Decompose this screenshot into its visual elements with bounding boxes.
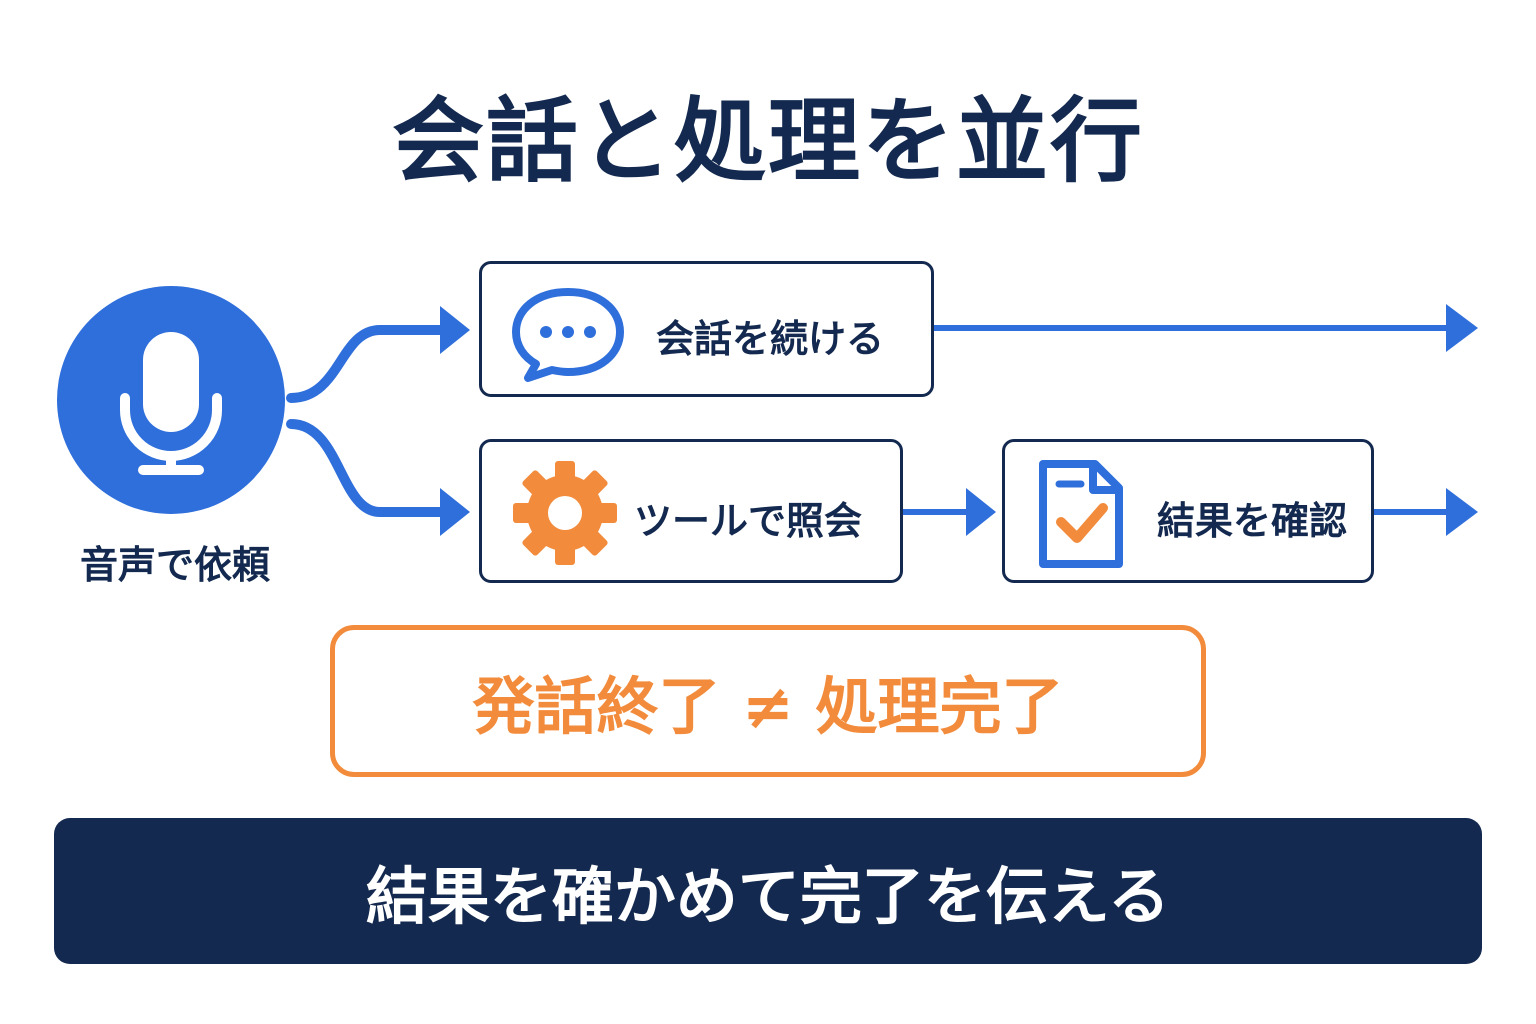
step-label: 会話を続ける [656, 317, 885, 361]
checked-document-icon [1039, 460, 1123, 568]
confirm-out-arrowhead [1446, 488, 1478, 536]
arrowhead-bottom-branch [440, 488, 470, 536]
microphone-icon [57, 286, 285, 514]
tool-to-confirm-arrowhead [966, 488, 996, 536]
conclusion-banner: 結果を確かめて完了を伝える [54, 818, 1482, 964]
gear-icon [513, 461, 617, 565]
step-continue-conversation: 会話を続ける [479, 261, 934, 397]
branch-connectors [286, 325, 453, 517]
continue-arrowhead [1446, 304, 1478, 352]
page-title: 会話と処理を並行 [391, 88, 1144, 195]
source-label: 音声で依頼 [79, 543, 270, 587]
arrowhead-top-branch [440, 306, 470, 354]
step-label: 結果を確認 [1157, 499, 1348, 543]
step-label: ツールで照会 [634, 499, 863, 543]
chat-bubble-icon [512, 288, 624, 382]
warning-notice: 発話終了 ≠ 処理完了 [330, 625, 1206, 777]
step-tool-lookup: ツールで照会 [479, 439, 903, 583]
step-check-result: 結果を確認 [1002, 439, 1374, 583]
